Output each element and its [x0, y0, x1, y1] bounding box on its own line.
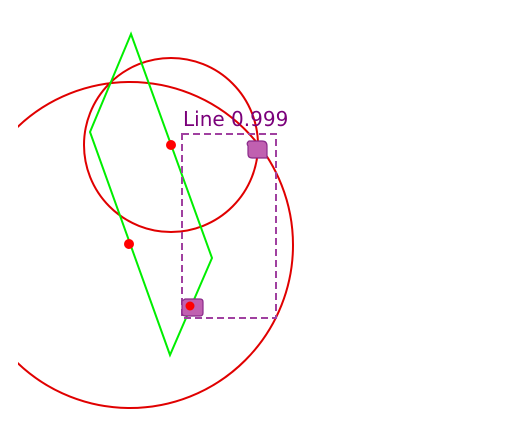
top-right-handle[interactable] — [246, 140, 268, 159]
selection-box[interactable] — [181, 133, 277, 319]
handle-anchor-point — [185, 301, 195, 311]
large-circle — [18, 81, 294, 409]
line-annotation-label: Line 0.999 — [183, 107, 288, 131]
large-circle-center-point — [124, 239, 134, 249]
square-handle-icon[interactable] — [246, 140, 268, 159]
bottom-left-handle[interactable] — [181, 298, 204, 317]
small-circle-center-point — [166, 140, 176, 150]
green-rhombus — [88, 31, 214, 358]
